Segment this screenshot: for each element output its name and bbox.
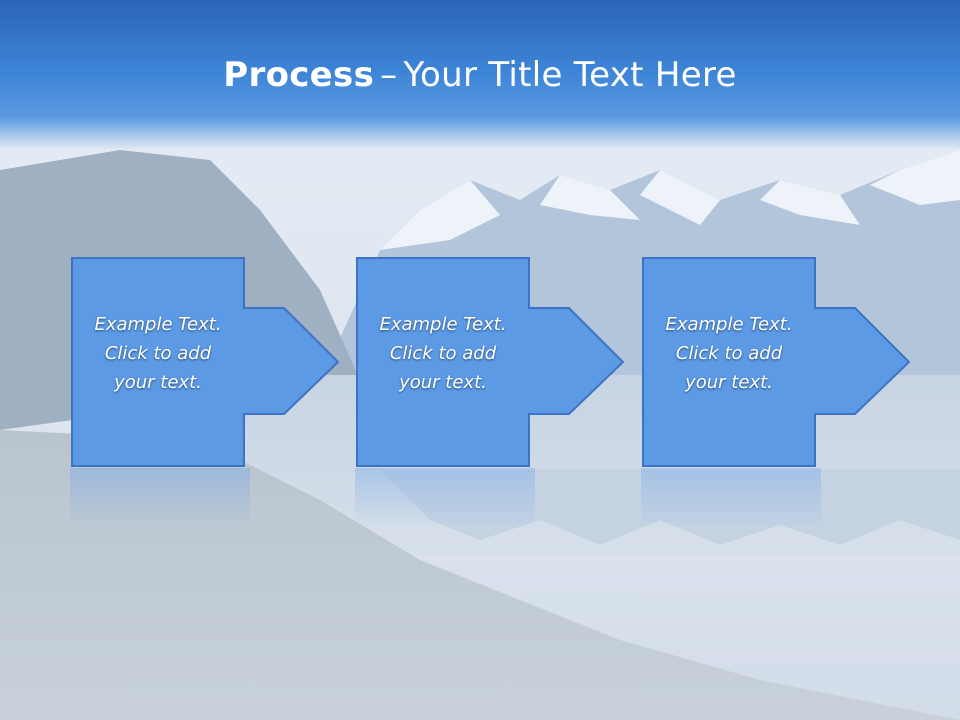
step-text-line1: Example Text.: [379, 314, 507, 335]
step-text-line1: Example Text.: [94, 314, 222, 335]
step-arrow-shape: [356, 257, 625, 467]
step-reflection: [70, 468, 250, 528]
step-text[interactable]: Example Text. Click to add your text.: [645, 310, 813, 397]
step-text[interactable]: Example Text. Click to add your text.: [74, 310, 242, 397]
step-text-line2: Click to add: [104, 343, 212, 364]
title-bold-text: Process: [223, 55, 375, 95]
step-reflection: [355, 468, 535, 528]
step-text-line3: your text.: [399, 372, 487, 393]
process-step-1[interactable]: Example Text. Click to add your text.: [70, 256, 410, 528]
title-rest-text: Your Title Text Here: [403, 55, 737, 95]
process-step-3[interactable]: Example Text. Click to add your text.: [641, 256, 960, 528]
process-step-2[interactable]: Example Text. Click to add your text.: [355, 256, 695, 528]
title-band: [0, 0, 960, 150]
step-text-line2: Click to add: [389, 343, 497, 364]
title-separator: –: [380, 55, 398, 95]
step-text-line3: your text.: [685, 372, 773, 393]
step-reflection: [641, 468, 821, 528]
step-arrow-shape: [642, 257, 911, 467]
step-text-line1: Example Text.: [665, 314, 793, 335]
step-text-line3: your text.: [114, 372, 202, 393]
step-text[interactable]: Example Text. Click to add your text.: [359, 310, 527, 397]
step-arrow-shape: [71, 257, 340, 467]
step-text-line2: Click to add: [675, 343, 783, 364]
slide-title[interactable]: Process–Your Title Text Here: [0, 52, 960, 98]
